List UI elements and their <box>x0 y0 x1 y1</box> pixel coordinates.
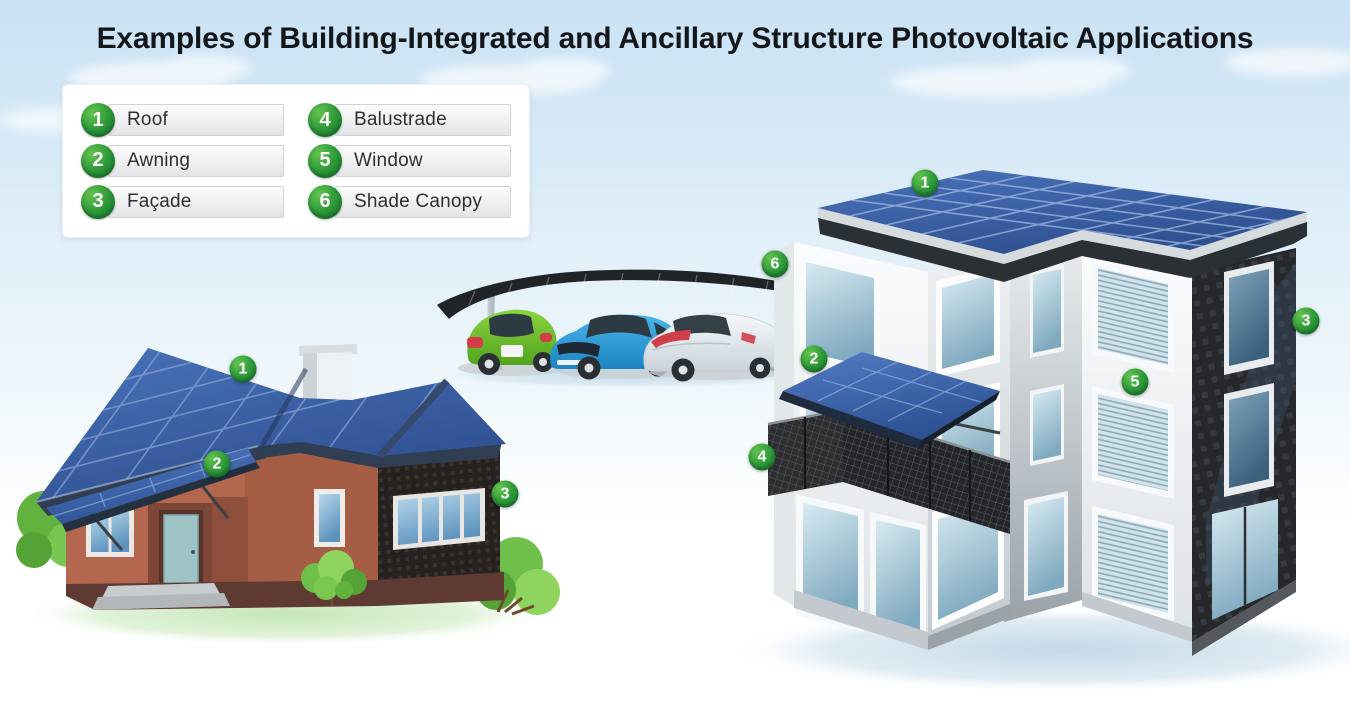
legend-number-badge: 4 <box>308 103 342 138</box>
bush-front <box>301 550 367 606</box>
marker-building-balustrade: 4 <box>748 443 776 471</box>
legend-label: Roof <box>108 104 284 137</box>
legend-number-badge: 5 <box>308 143 342 178</box>
marker-house-roof: 1 <box>229 355 257 383</box>
legend-number-badge: 6 <box>308 184 342 219</box>
car-blue-grille <box>557 342 600 357</box>
car-green-taillight-left <box>467 337 483 348</box>
marker-building-awning: 2 <box>800 345 828 373</box>
car-white-taillight <box>651 330 691 348</box>
legend-number-badge: 1 <box>81 103 115 138</box>
legend-label: Awning <box>108 144 284 177</box>
building-left-wing-side <box>928 252 1010 650</box>
canopy-pv-surface <box>437 269 810 319</box>
marker-house-awning: 2 <box>203 450 231 478</box>
building-balustrade <box>767 408 1011 534</box>
porch-pillar <box>212 497 248 588</box>
window-front-left <box>86 507 134 557</box>
house-roof-pv-panels <box>36 348 506 502</box>
marker-carport-shade-canopy: 6 <box>761 250 789 278</box>
marker-building-facade: 3 <box>1292 307 1320 335</box>
marker-building-roof: 1 <box>911 169 939 197</box>
legend-label: Façade <box>108 185 284 218</box>
car-green-license-plate <box>501 345 523 357</box>
car-blue-windshield <box>586 314 652 338</box>
legend-label: Shade Canopy <box>335 185 511 218</box>
legend-label: Balustrade <box>335 104 511 137</box>
entrance-steps <box>92 583 230 610</box>
building-window <box>1092 260 1174 621</box>
house-pv-facade <box>378 442 500 586</box>
building-right-wing-front <box>1082 246 1192 642</box>
building-awning <box>779 352 1001 449</box>
legend-number-badge: 3 <box>81 184 115 219</box>
marker-building-window: 5 <box>1121 368 1149 396</box>
building-middle-column <box>1004 246 1082 622</box>
car-white <box>643 313 790 382</box>
car-green-rear-window <box>489 313 534 337</box>
front-door <box>164 515 198 585</box>
car-green-taillight-right <box>540 333 552 342</box>
page-title: Examples of Building-Integrated and Anci… <box>96 22 1254 55</box>
building-pv-facade <box>1192 248 1296 656</box>
chimney <box>299 344 357 408</box>
building-illustration <box>767 170 1307 656</box>
car-green <box>458 309 566 376</box>
window-mid <box>314 489 345 547</box>
building-roof <box>818 170 1307 282</box>
building-awning-pv-panel <box>783 352 1000 440</box>
marker-house-facade: 3 <box>491 480 519 508</box>
legend-number-badge: 2 <box>81 143 115 178</box>
legend-label: Window <box>335 144 511 177</box>
